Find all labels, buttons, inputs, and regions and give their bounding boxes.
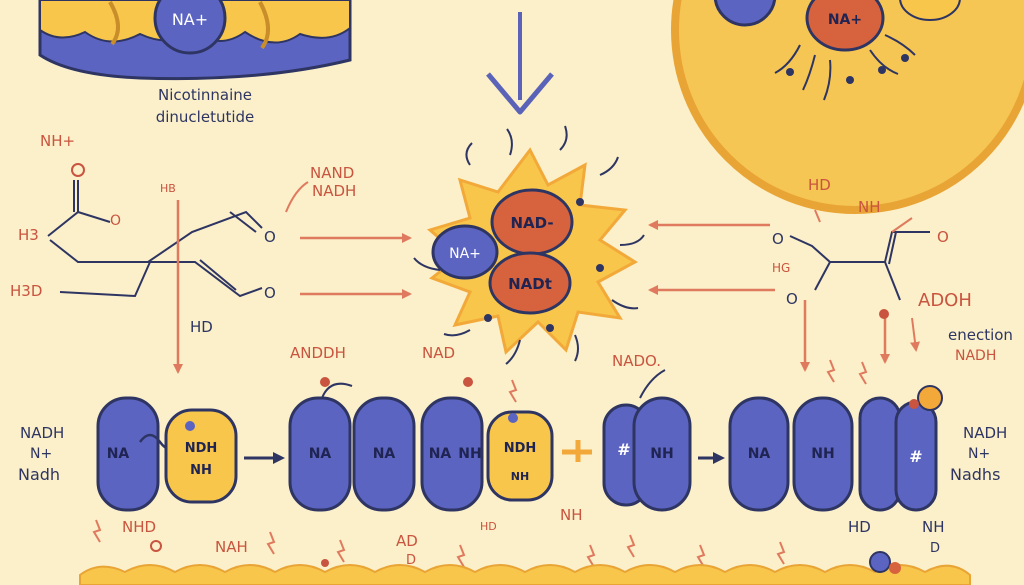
spark-decorations bbox=[92, 359, 868, 568]
protein-pill bbox=[96, 396, 160, 512]
bottom-d2: D bbox=[930, 541, 940, 556]
left-h3d-label: H3D bbox=[10, 282, 42, 300]
right-ox-label: O bbox=[937, 228, 949, 246]
pill-na4: NA bbox=[429, 446, 452, 462]
down-arrow-icon bbox=[486, 12, 554, 115]
caption-line2: dinucletutide bbox=[156, 108, 255, 126]
right-hd-label: HD bbox=[808, 176, 831, 194]
nadao-label: NADO. bbox=[612, 352, 661, 370]
row-left-1: NADH bbox=[20, 424, 64, 442]
na-plus-ellipse bbox=[431, 224, 499, 280]
bottom-nhd: NHD bbox=[122, 518, 156, 536]
pill-ndh2-top: NDH bbox=[504, 441, 537, 456]
bottom-d: D bbox=[406, 553, 416, 568]
enection-label: enection bbox=[948, 326, 1013, 344]
nad-mid-label: NAD bbox=[422, 344, 455, 362]
left-hd-label: HD bbox=[190, 318, 213, 336]
right-structure: HD NH O O HG ADOH O bbox=[772, 176, 972, 372]
row-right-1: NADH bbox=[963, 424, 1007, 442]
nand-label: NAND bbox=[310, 164, 354, 182]
pill-nh2: NH bbox=[650, 446, 673, 462]
bottom-nh2: NH bbox=[922, 518, 945, 536]
protein-row: NA NDH NH NA NA NA NH NDH NH # NH NA NH bbox=[96, 369, 943, 512]
bottom-nh: NH bbox=[560, 506, 583, 524]
ndh-pill bbox=[164, 408, 238, 504]
right-o1: O bbox=[772, 230, 784, 248]
na-plus-sphere bbox=[153, 0, 227, 55]
pill-na1: NA bbox=[107, 446, 130, 462]
pill-plus: # bbox=[909, 447, 922, 466]
bottom-ad: AD bbox=[396, 532, 418, 550]
anddh-label: ANDDH bbox=[290, 344, 346, 362]
right-o2: O bbox=[786, 290, 798, 308]
center-complex: NAD- NA+ NADt bbox=[413, 125, 645, 365]
pill-nh1: NH bbox=[458, 446, 481, 462]
bottom-hd-small: HD bbox=[480, 520, 497, 533]
row-left-2: N+ bbox=[30, 446, 52, 462]
top-left-membrane: NA+ bbox=[38, 0, 352, 81]
left-structure: NH+ H3 H3D HD HB O O O bbox=[10, 132, 276, 374]
left-h3-label: H3 bbox=[18, 226, 39, 244]
pill-na5: NA bbox=[748, 446, 771, 462]
nadt-ellipse bbox=[488, 251, 572, 315]
center-na-plus-label: NA+ bbox=[449, 246, 481, 262]
bottom-nah: NAH bbox=[215, 538, 248, 556]
na-plus-sphere-label: NA+ bbox=[172, 10, 208, 29]
row-left-3: Nadh bbox=[18, 465, 60, 484]
pill-na2: NA bbox=[309, 446, 332, 462]
left-nh-label: NH+ bbox=[40, 132, 75, 150]
nadt-label: NADt bbox=[508, 275, 552, 293]
left-o-mid: O bbox=[264, 228, 276, 246]
bottom-hd: HD bbox=[848, 518, 871, 536]
nadh-label: NADH bbox=[312, 182, 356, 200]
caption-line1: Nicotinnaine bbox=[158, 86, 252, 104]
right-adoh-label: ADOH bbox=[918, 290, 972, 311]
row-right-3: Nadhs bbox=[950, 465, 1000, 484]
row-right-2: N+ bbox=[968, 446, 990, 462]
pill-hash: # bbox=[617, 440, 630, 459]
top-right-sphere: NA+ bbox=[671, 0, 1024, 214]
pill-ndh2-bot: NH bbox=[511, 470, 529, 483]
pill-ndh-top: NDH bbox=[185, 441, 218, 456]
nad-minus-label: NAD- bbox=[510, 214, 553, 232]
pill-nh3: NH bbox=[811, 446, 834, 462]
right-nh-label: NH bbox=[858, 198, 881, 216]
left-hb-label: HB bbox=[160, 182, 176, 195]
nadh-right-label: NADH bbox=[955, 348, 996, 364]
pill-na3: NA bbox=[373, 446, 396, 462]
left-o-top: O bbox=[110, 213, 121, 229]
pill-ndh-bot: NH bbox=[190, 463, 212, 478]
bottom-membrane bbox=[79, 551, 971, 585]
right-hg-label: HG bbox=[772, 261, 790, 275]
top-right-core-label: NA+ bbox=[828, 12, 862, 28]
left-o-bot: O bbox=[264, 284, 276, 302]
